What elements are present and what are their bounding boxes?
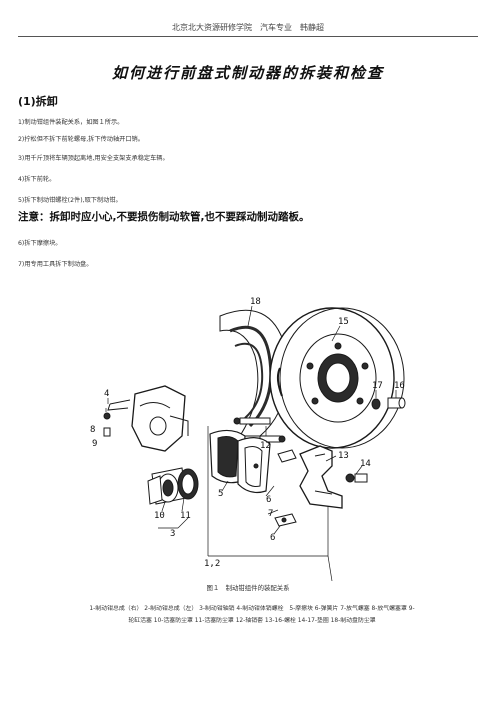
step-3: 3)用千斤顶将车辆顶起离地,用安全支架支承稳定车辆。 xyxy=(18,155,169,162)
brake-disc-drawing xyxy=(269,307,405,449)
step-1: 1)制动钳组件装配关系，如图１所示。 xyxy=(18,119,124,126)
label-1-2: 1,2 xyxy=(204,559,220,569)
bracket-drawing xyxy=(299,445,368,509)
leader-lines xyxy=(105,305,397,582)
label-3: 3 xyxy=(170,529,175,539)
label-13: 13 xyxy=(338,451,349,461)
page-header: 北京北大资源研修学院 汽车专业 韩静超 xyxy=(172,23,324,32)
label-6: 6 xyxy=(266,495,271,505)
label-15: 15 xyxy=(338,317,349,327)
document-title: 如何进行前盘式制动器的拆装和检查 xyxy=(111,64,384,82)
figure-legend: 1-制动钳总成（右） 2-制动钳总成（左） 3-制动钳轴销 4-制动钳体销螺栓 … xyxy=(32,603,472,627)
bolt-washer-drawing xyxy=(371,397,406,410)
label-5: 5 xyxy=(218,489,223,499)
step-4: 4)拆下前轮。 xyxy=(18,176,56,183)
label-14: 14 xyxy=(360,459,371,469)
label-10: 10 xyxy=(154,511,165,521)
figure-brake-caliper-exploded: 18 15 17 16 4 8 9 12 13 14 5 6 10 11 3 7… xyxy=(70,286,450,586)
step-2: 2)拧松但不拆下前轮螺母,拆下传动轴开口销。 xyxy=(18,136,144,143)
label-4: 4 xyxy=(104,389,109,399)
brake-pads-drawing xyxy=(209,429,271,494)
figure-svg: 18 15 17 16 4 8 9 12 13 14 5 6 10 11 3 7… xyxy=(90,297,406,582)
label-11: 11 xyxy=(180,511,191,521)
label-6b: 6 xyxy=(270,533,275,543)
piston-drawing xyxy=(147,467,199,505)
label-17: 17 xyxy=(372,381,383,391)
label-9: 9 xyxy=(92,439,97,449)
step-5: 5)拆下制动钳螺栓(2件),取下制动钳。 xyxy=(18,197,122,204)
legend-line-2: 轮缸活塞 10-活塞防尘罩 11-活塞防尘罩 12-轴销套 13-16-螺栓 1… xyxy=(128,618,376,624)
label-12: 12 xyxy=(260,441,271,451)
label-16: 16 xyxy=(394,381,405,391)
caliper-body-drawing xyxy=(103,385,189,452)
step-6: 6)拆下摩擦块。 xyxy=(18,240,62,247)
label-18: 18 xyxy=(250,297,261,307)
warning-note: 注意：拆卸时应小心,不要损伤制动软管,也不要踩动制动踏板。 xyxy=(18,211,310,223)
step-7: 7)用专用工具拆下制动盘。 xyxy=(18,261,93,268)
figure-caption: 图１ 制动钳组件的装配关系 xyxy=(206,584,290,592)
section-heading: (1)拆卸 xyxy=(18,95,58,108)
label-7: 7 xyxy=(268,509,273,519)
label-8: 8 xyxy=(90,425,95,435)
spring-clip-drawing xyxy=(274,449,297,527)
header-rule xyxy=(18,36,478,37)
legend-line-1: 1-制动钳总成（右） 2-制动钳总成（左） 3-制动钳轴销 4-制动钳体销螺栓 … xyxy=(89,606,415,612)
